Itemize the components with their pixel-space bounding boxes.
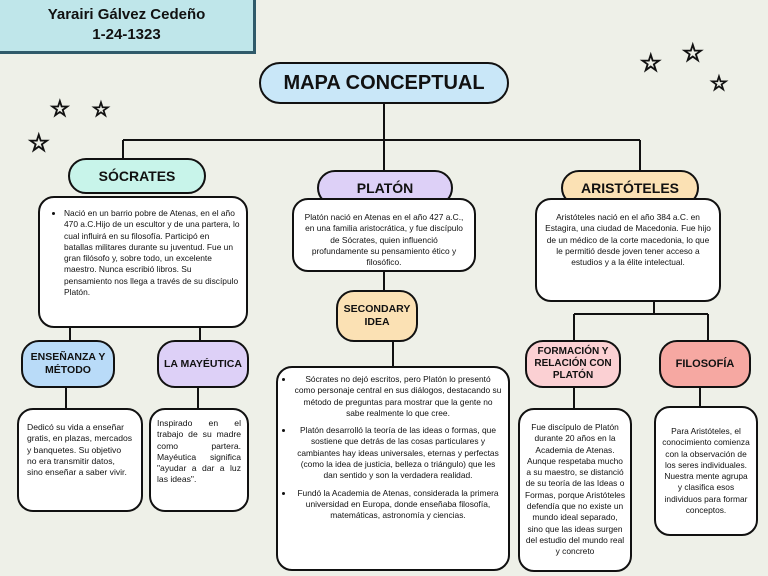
aristoteles-description: Aristóteles nació en el año 384 a.C. en … (535, 198, 721, 302)
secondary-idea-item: Platón desarrolló la teoría de las ideas… (294, 425, 502, 481)
formacion-text: Fue discípulo de Platón durante 20 años … (524, 422, 626, 557)
filosofia-text: Para Aristóteles, el conocimiento comien… (662, 426, 750, 516)
ensenanza-description: Dedicó su vida a enseñar gratis, en plaz… (17, 408, 143, 512)
filosofia-description: Para Aristóteles, el conocimiento comien… (654, 406, 758, 536)
secondary-idea-item: Sócrates no dejó escritos, pero Platón l… (294, 374, 502, 419)
formacion-description: Fue discípulo de Platón durante 20 años … (518, 408, 632, 572)
secondary-idea-label: SECONDARY IDEA (343, 303, 411, 328)
aristoteles-label: ARISTÓTELES (580, 180, 679, 196)
star-icon: ☆ (49, 96, 70, 121)
mayeutica-node: LA MAYÉUTICA (157, 340, 249, 388)
socrates-description: Nació en un barrio pobre de Atenas, en e… (38, 196, 248, 328)
socrates-label: SÓCRATES (98, 168, 176, 184)
star-icon: ☆ (91, 99, 110, 121)
map-title-text: MAPA CONCEPTUAL (283, 71, 485, 94)
star-icon: ☆ (709, 73, 728, 95)
ensenanza-label: ENSEÑANZA Y MÉTODO (30, 351, 106, 376)
secondary-idea-node: SECONDARY IDEA (336, 290, 418, 342)
secondary-idea-description: Sócrates no dejó escritos, pero Platón l… (276, 366, 510, 571)
star-icon: ☆ (639, 50, 662, 77)
filosofia-label: FILOSOFÍA (675, 358, 735, 370)
star-icon: ☆ (681, 40, 704, 67)
author-header: Yarairi Gálvez Cedeño 1-24-1323 (0, 0, 256, 54)
ensenanza-text: Dedicó su vida a enseñar gratis, en plaz… (27, 422, 133, 478)
formacion-label: FORMACIÓN Y RELACIÓN CON PLATÓN (534, 346, 612, 381)
author-name: Yarairi Gálvez Cedeño (47, 6, 206, 23)
ensenanza-node: ENSEÑANZA Y MÉTODO (21, 340, 115, 388)
aristoteles-text: Aristóteles nació en el año 384 a.C. en … (545, 212, 711, 268)
socrates-text: Nació en un barrio pobre de Atenas, en e… (64, 208, 240, 298)
mayeutica-description: Inspirado en el trabajo de su madre como… (149, 408, 249, 512)
star-icon: ☆ (27, 130, 50, 157)
map-title: MAPA CONCEPTUAL (259, 62, 509, 104)
author-id: 1-24-1323 (92, 26, 161, 43)
socrates-node: SÓCRATES (68, 158, 206, 194)
platon-description: Platón nació en Atenas en el año 427 a.C… (292, 198, 476, 272)
platon-text: Platón nació en Atenas en el año 427 a.C… (304, 212, 464, 268)
filosofia-node: FILOSOFÍA (659, 340, 751, 388)
mayeutica-label: LA MAYÉUTICA (164, 357, 242, 370)
formacion-node: FORMACIÓN Y RELACIÓN CON PLATÓN (525, 340, 621, 388)
platon-label: PLATÓN (356, 180, 414, 196)
secondary-idea-item: Fundó la Academia de Atenas, considerada… (294, 488, 502, 522)
mayeutica-text: Inspirado en el trabajo de su madre como… (157, 418, 241, 485)
